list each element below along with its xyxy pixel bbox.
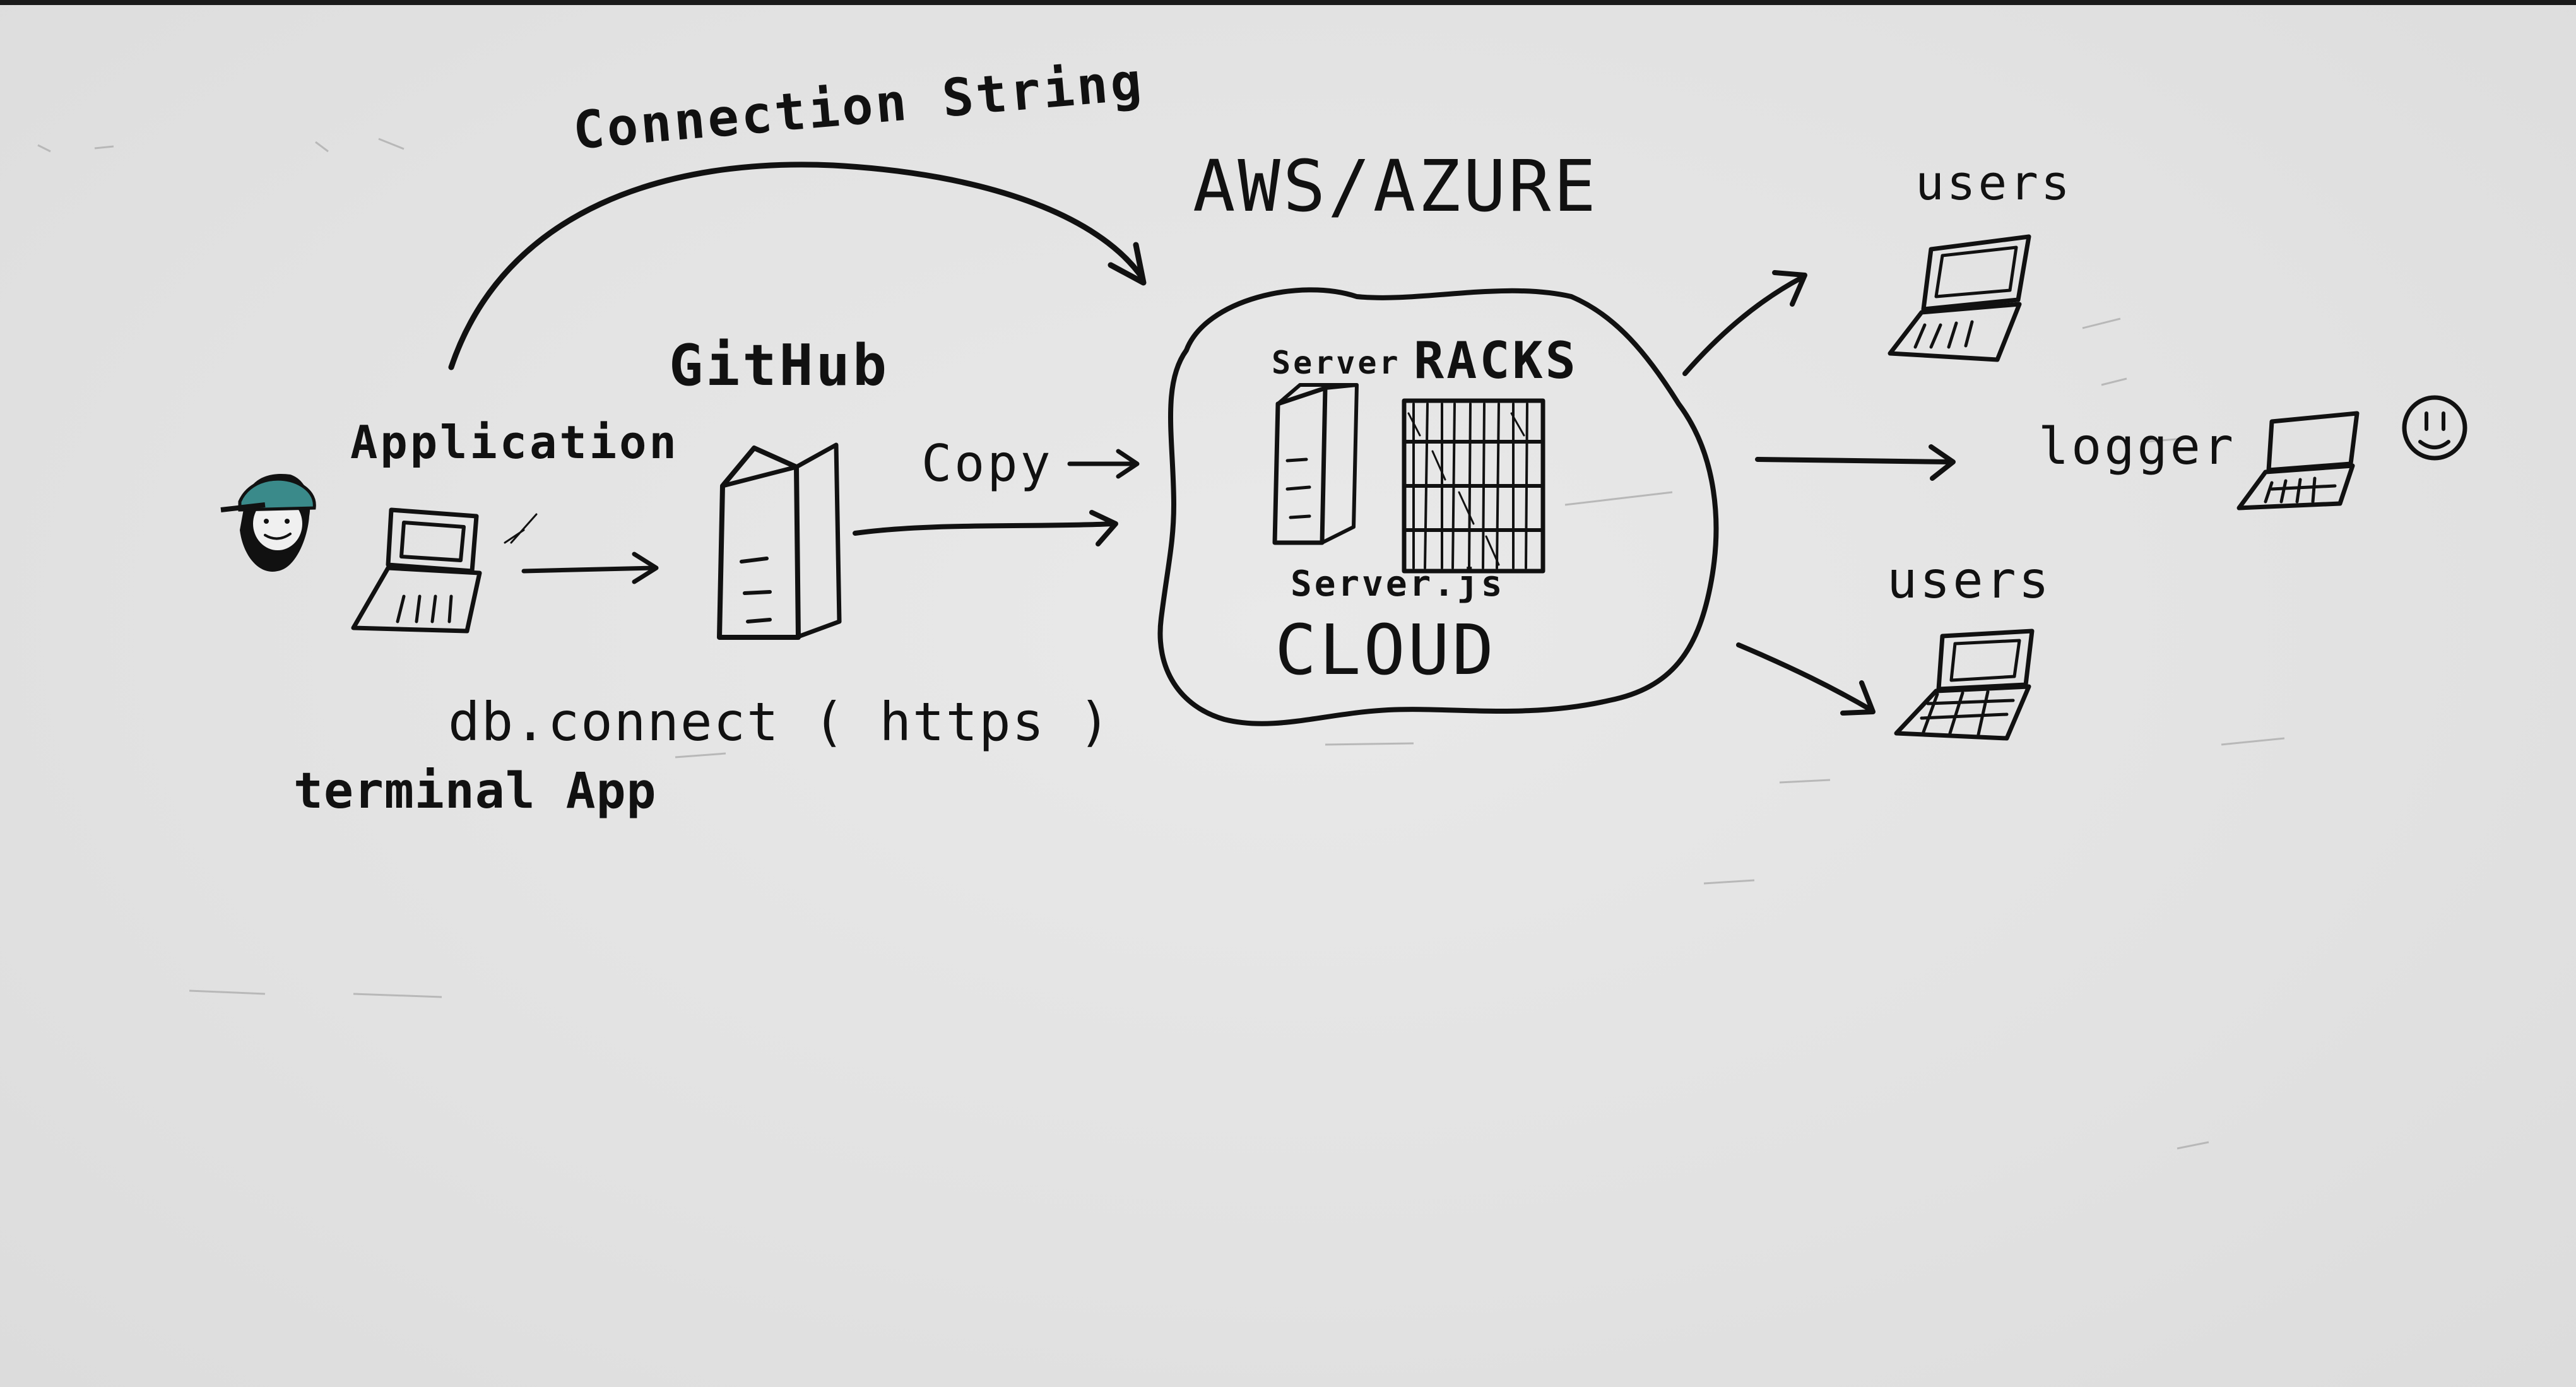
app-to-github-arrow <box>504 513 659 584</box>
racks-icon <box>1402 398 1545 574</box>
cloud-to-users-bottom-arrow <box>1736 642 1876 716</box>
logger-laptop-icon <box>2236 411 2360 511</box>
cloud-outline <box>1157 287 1719 726</box>
server-label: Server <box>1272 345 1401 381</box>
developer-person-icon <box>220 474 316 572</box>
smiley-face-icon <box>2402 395 2467 461</box>
application-laptop-icon <box>351 507 482 634</box>
github-server-icon <box>717 442 842 640</box>
copy-arrows <box>853 449 1140 546</box>
faint-ghost-marks <box>37 138 2285 1150</box>
cloud-to-logger-arrow <box>1755 444 1956 481</box>
cloud-server-icon <box>1272 383 1359 545</box>
db-connect-label: db.connect ( https ) <box>448 691 1112 753</box>
racks-label: RACKS <box>1414 331 1578 390</box>
aws-azure-label: AWS/AZURE <box>1193 146 1598 228</box>
cloud-label: CLOUD <box>1275 610 1497 690</box>
server-js-label: Server.js <box>1291 564 1505 605</box>
application-label: Application <box>350 416 679 469</box>
users-bottom-laptop-icon <box>1894 629 2035 741</box>
cloud-to-users-top-arrow <box>1682 270 1807 376</box>
users-top-laptop-icon <box>1888 234 2031 362</box>
users-top-label: users <box>1915 155 2072 211</box>
github-label: GitHub <box>669 333 890 399</box>
users-bottom-label: users <box>1887 551 2052 610</box>
copy-label: Copy <box>921 434 1053 493</box>
connection-string-arrow <box>448 162 1147 370</box>
terminal-app-label: terminal App <box>293 763 657 820</box>
board-top-edge <box>0 0 2576 5</box>
logger-label: logger <box>2038 417 2236 476</box>
